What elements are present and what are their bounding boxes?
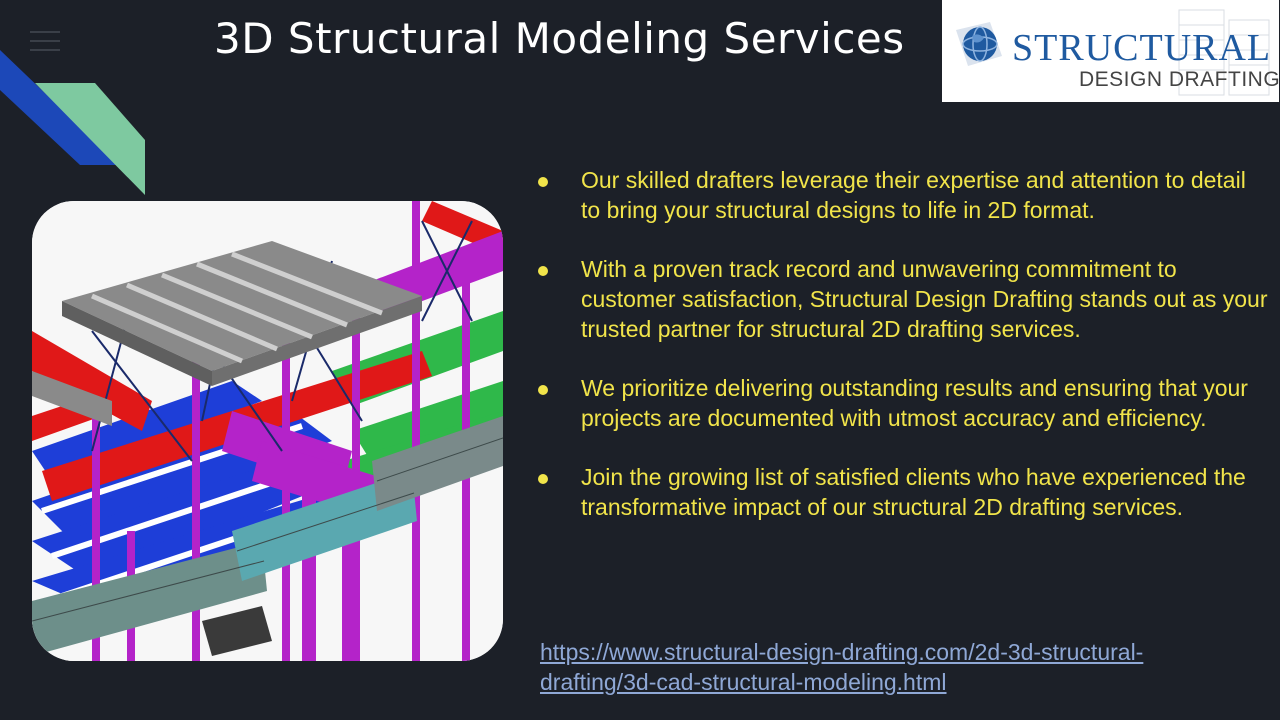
bullet-list: Our skilled drafters leverage their expe… xyxy=(538,165,1268,551)
slide-title: 3D Structural Modeling Services xyxy=(214,14,905,63)
bullet-dot-icon xyxy=(538,266,548,276)
bullet-text: With a proven track record and unwaverin… xyxy=(581,256,1268,342)
bullet-dot-icon xyxy=(538,177,548,187)
logo-text-structural: STRUCTURAL xyxy=(1012,27,1272,69)
website-link[interactable]: https://www.structural-design-drafting.c… xyxy=(540,639,1144,695)
bullet-dot-icon xyxy=(538,385,548,395)
hamburger-menu-icon[interactable] xyxy=(30,31,60,51)
bullet-item: With a proven track record and unwaverin… xyxy=(538,254,1268,344)
bullet-text: Our skilled drafters leverage their expe… xyxy=(581,167,1246,223)
bullet-item: Our skilled drafters leverage their expe… xyxy=(538,165,1268,225)
company-logo: STRUCTURAL DESIGN DRAFTING xyxy=(942,0,1279,102)
logo-text-design-drafting: DESIGN DRAFTING xyxy=(1079,68,1279,91)
corner-decoration xyxy=(0,50,145,195)
structural-model-image xyxy=(32,201,503,661)
bullet-item: Join the growing list of satisfied clien… xyxy=(538,462,1268,522)
bullet-dot-icon xyxy=(538,474,548,484)
bullet-item: We prioritize delivering outstanding res… xyxy=(538,373,1268,433)
bullet-text: We prioritize delivering outstanding res… xyxy=(581,375,1248,431)
bullet-text: Join the growing list of satisfied clien… xyxy=(581,464,1246,520)
globe-icon xyxy=(956,22,1002,66)
